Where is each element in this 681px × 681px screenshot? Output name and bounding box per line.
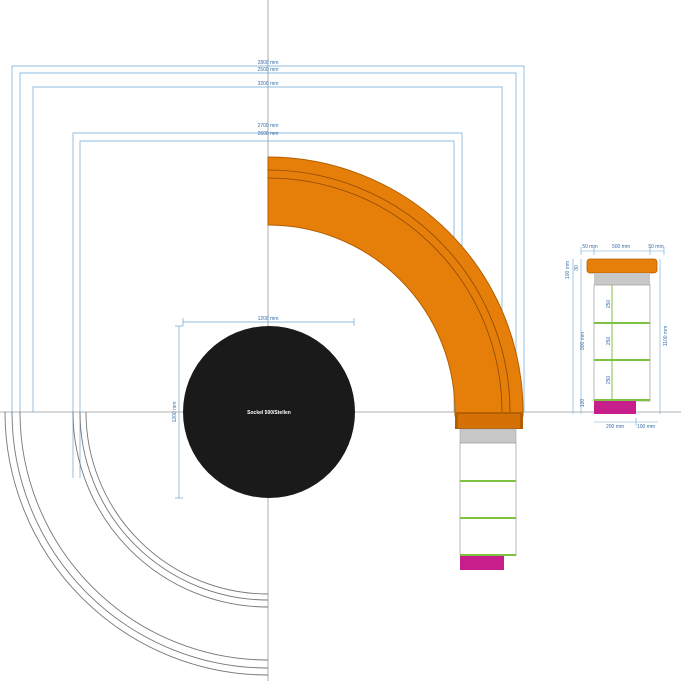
- side-dim-250-top: 250: [606, 300, 612, 309]
- side-dim-top-500: 500 mm: [612, 244, 630, 250]
- dim-2700: 2700 mm: [258, 123, 279, 129]
- side-dim-bottom-100: 100 mm: [637, 424, 655, 430]
- round-table: Sockel 500/Stellen: [183, 326, 355, 498]
- side-dim-top-50-right: 50 mm: [648, 244, 663, 250]
- side-section: [586, 258, 658, 414]
- front-elevation-cabinet: [459, 428, 517, 570]
- table-dimensions: [175, 318, 355, 499]
- dim-2600: 2600 mm: [258, 131, 279, 137]
- side-dim-left-100-bottom: 100: [580, 399, 586, 408]
- dim-3200: 3200 mm: [258, 81, 279, 87]
- side-dim-bottom-200: 200 mm: [606, 424, 624, 430]
- side-dim-250-mid: 250: [606, 337, 612, 346]
- dim-2800: 2800 mm: [258, 60, 279, 66]
- dim-2500: 2500 mm: [258, 67, 279, 73]
- mirror-counter-outline: [4, 411, 269, 676]
- side-dim-top-50-left: 50 mm: [582, 244, 597, 250]
- dim-circle-height: 1200 mm: [172, 402, 178, 423]
- side-dim-right-1100: 1100 mm: [663, 326, 669, 346]
- table-label: Sockel 500/Stellen: [247, 410, 291, 416]
- curved-countertop: [267, 156, 524, 429]
- side-dim-left-100: 100 mm: [565, 261, 571, 279]
- side-dim-250-bottom: 250: [606, 376, 612, 385]
- dim-circle-width: 1200 mm: [258, 316, 279, 322]
- side-dim-left-30: 30: [574, 265, 580, 271]
- outer-dimension-frames: [11, 65, 525, 478]
- side-dim-left-900: 900 mm: [580, 332, 586, 350]
- side-section-dim-lines: [572, 247, 665, 426]
